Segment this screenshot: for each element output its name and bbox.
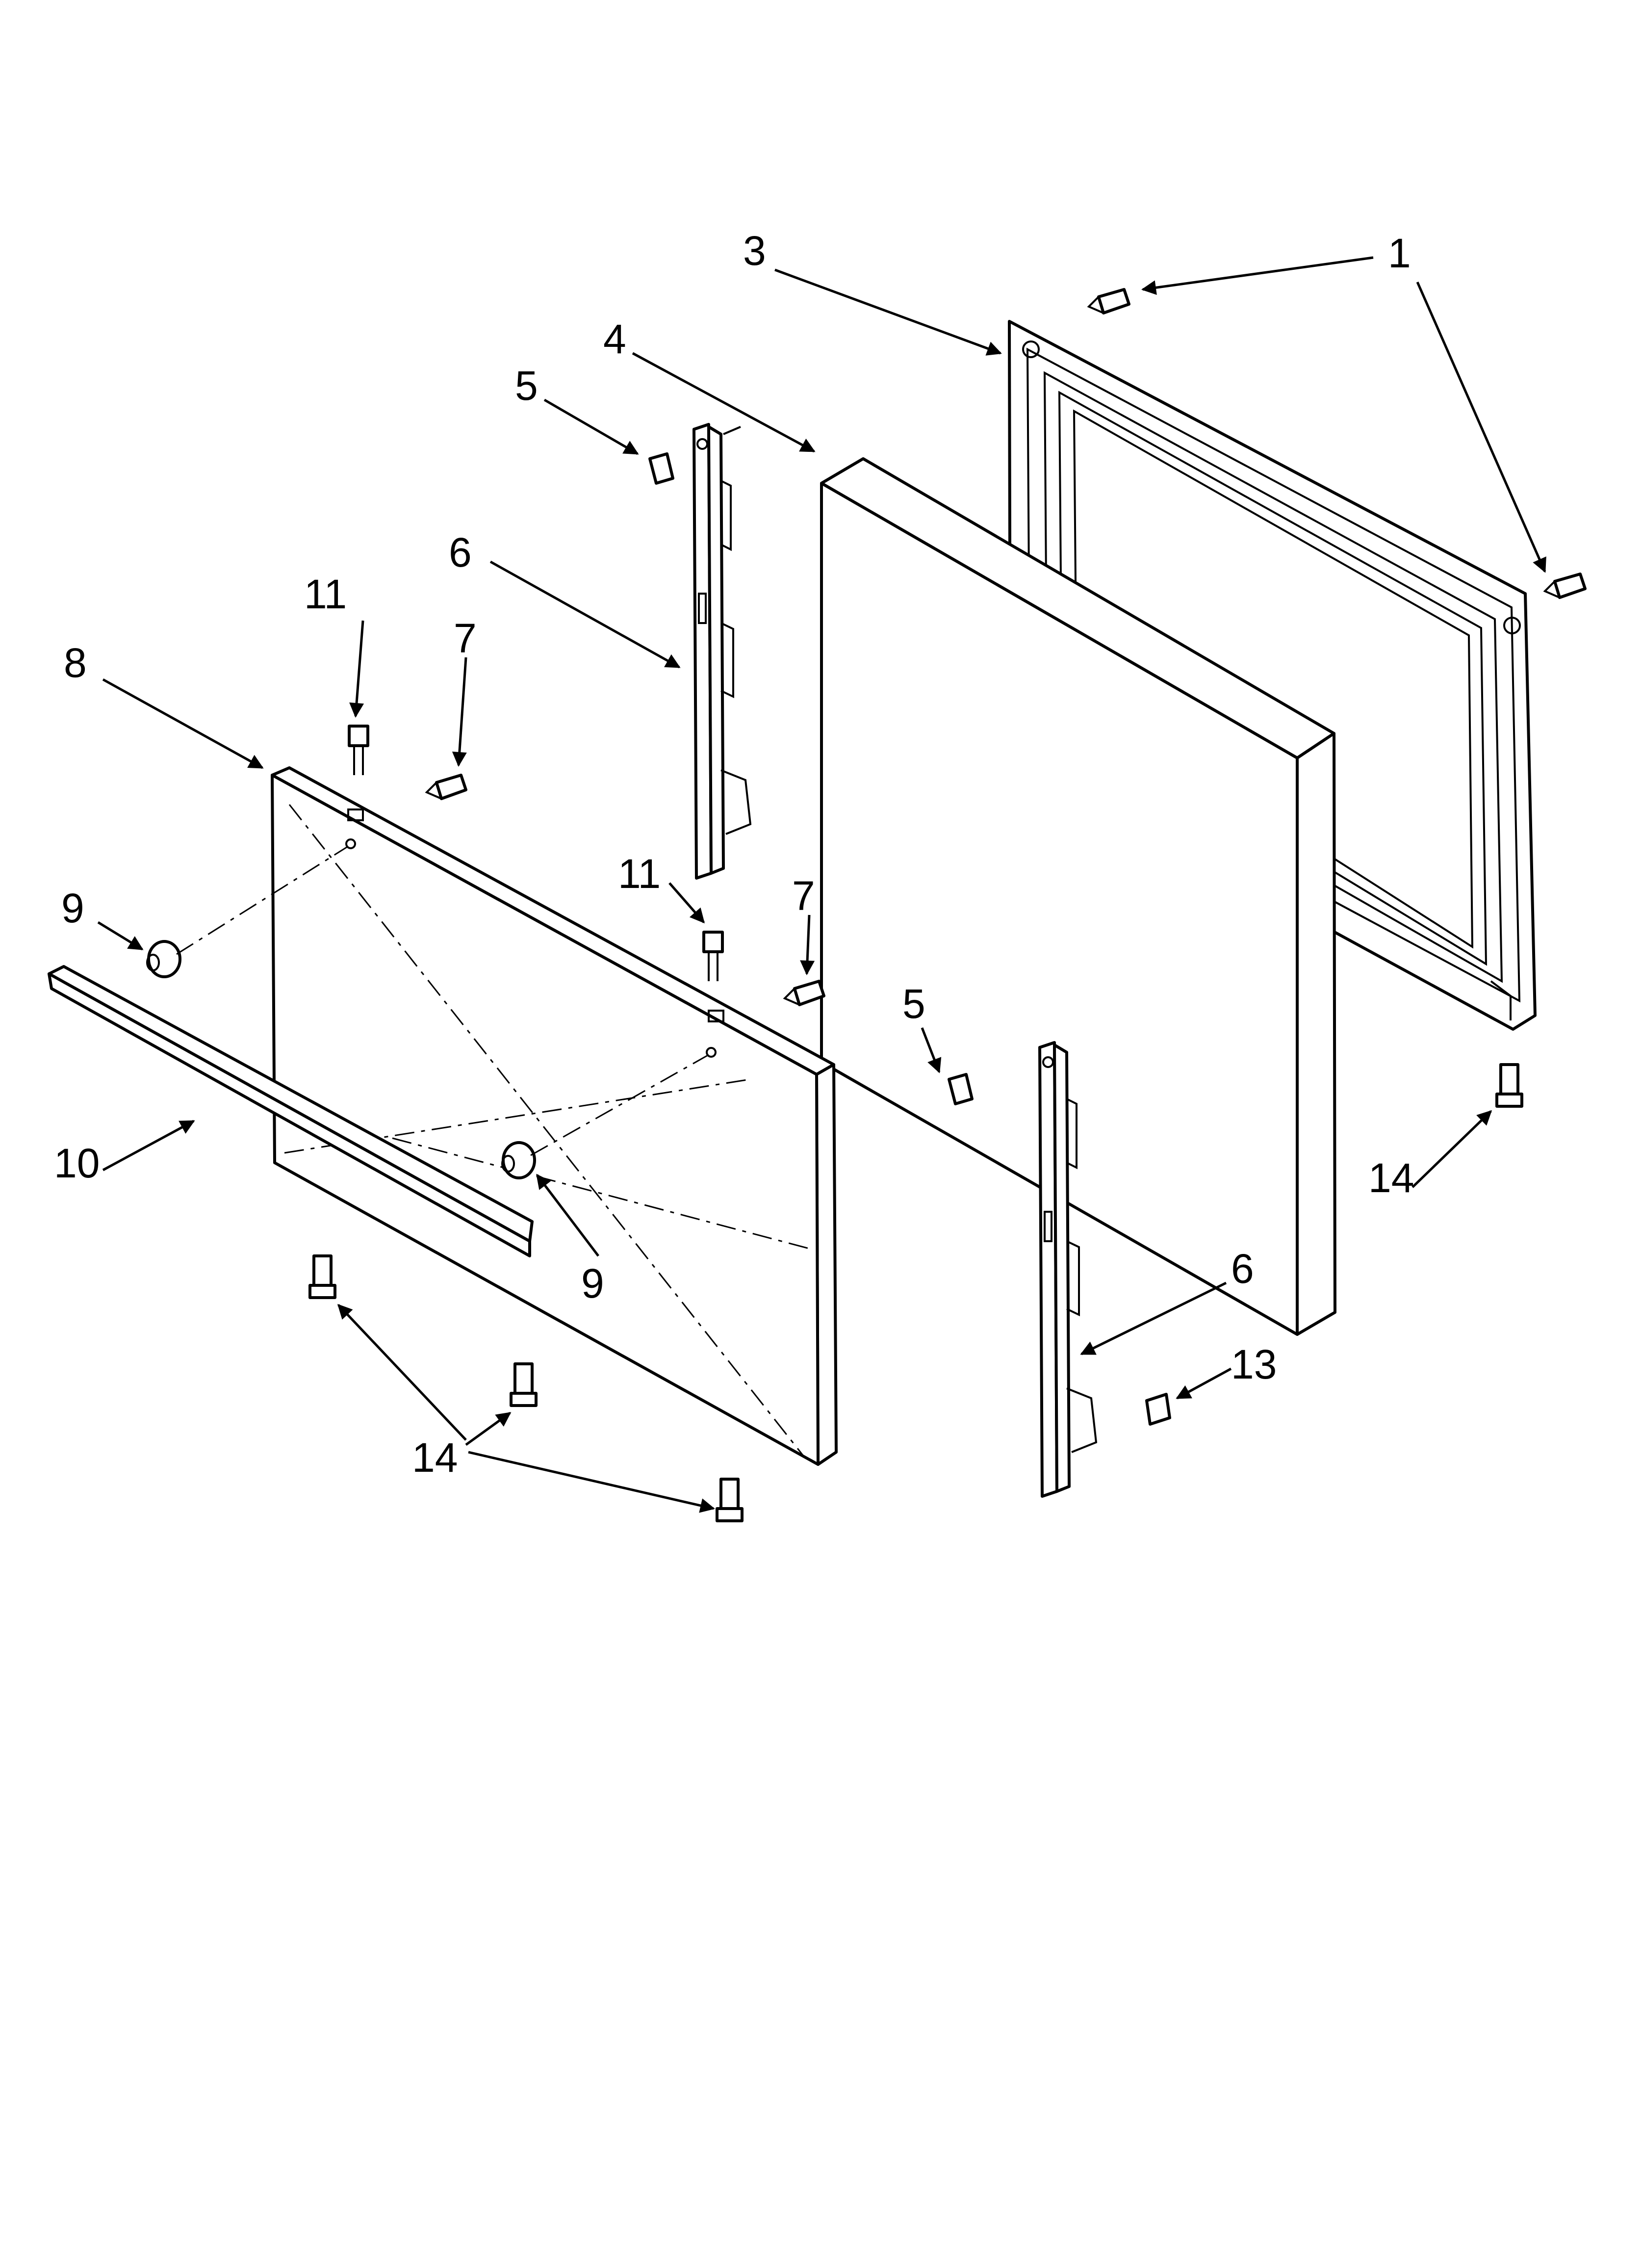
callout-5-lower: 5 (902, 981, 925, 1027)
callout-6-upper: 6 (449, 529, 472, 575)
clip-5b (948, 1073, 974, 1105)
door-insulation (820, 457, 1336, 1336)
callout-1: 1 (1388, 230, 1411, 276)
callout-3: 3 (743, 228, 766, 274)
hinge-upper (693, 423, 752, 880)
screw-11a (348, 725, 369, 775)
screw-11b (702, 931, 724, 981)
callout-6-lower: 6 (1231, 1246, 1254, 1292)
callout-5-upper: 5 (515, 363, 538, 409)
callout-13: 13 (1231, 1341, 1277, 1387)
screw-7b (783, 980, 825, 1006)
leader-lines (97, 256, 1546, 1513)
callout-11-left: 11 (304, 571, 347, 617)
clip-13 (1145, 1393, 1171, 1426)
outer-door-panel (271, 766, 838, 1466)
screw-14b (510, 1362, 538, 1407)
callout-14-left: 14 (412, 1434, 458, 1481)
screw-1a (1087, 288, 1130, 314)
callout-9-left: 9 (61, 885, 84, 931)
callout-7-left: 7 (454, 615, 477, 661)
callout-8: 8 (64, 640, 87, 686)
callout-11-right: 11 (618, 851, 661, 897)
callout-10: 10 (54, 1140, 100, 1186)
callout-labels: 1 3 4 5 5 6 6 7 7 8 9 9 10 11 11 13 14 1… (54, 228, 1414, 1481)
spacer-right (501, 1054, 709, 1179)
screw-14a (308, 1254, 336, 1299)
screw-14d (1495, 1063, 1523, 1108)
screw-1b (1543, 573, 1587, 599)
door-trim-strip (48, 965, 534, 1257)
clip-5a (648, 452, 674, 485)
callout-4: 4 (603, 316, 626, 362)
callout-14-right: 14 (1368, 1155, 1414, 1201)
callout-9-right: 9 (581, 1260, 604, 1306)
hinge-lower (1038, 1041, 1098, 1498)
callout-7-right: 7 (792, 873, 815, 919)
screw-14c (716, 1478, 744, 1522)
door-liner-frame (1008, 320, 1537, 1031)
screw-7a (425, 774, 467, 800)
spacer-left (146, 845, 349, 978)
